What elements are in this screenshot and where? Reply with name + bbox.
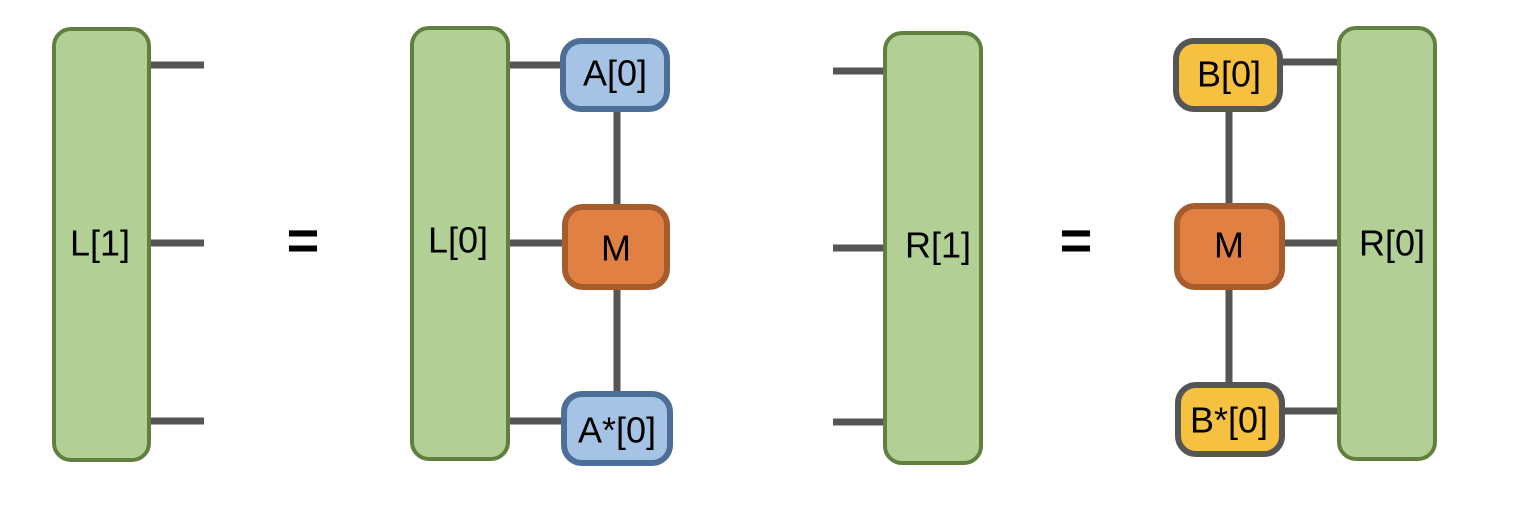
- left-equation: L[1] = L[0] A[0] M A*[0]: [52, 26, 673, 466]
- b0-label: B[0]: [1197, 54, 1261, 95]
- m-label-left: M: [601, 228, 631, 269]
- a0-conj-mps-tensor: [561, 391, 673, 466]
- m-label-right: M: [1214, 225, 1244, 266]
- b0-mps-tensor: [1173, 38, 1283, 112]
- a0-label: A[0]: [583, 53, 647, 94]
- right-equals-sign: =: [1060, 209, 1093, 272]
- m-mpo-tensor-left: [562, 204, 670, 290]
- m-mpo-tensor-right: [1174, 203, 1285, 290]
- a0-conj-label: A*[0]: [578, 410, 656, 451]
- r0-label: R[0]: [1359, 223, 1425, 264]
- l0-label: L[0]: [428, 220, 488, 261]
- right-equation: R[1] = R[0] B[0] M B*[0]: [833, 26, 1437, 465]
- r1-environment-tensor: [883, 31, 983, 465]
- l1-environment-tensor: [52, 27, 151, 462]
- b0-conj-mps-tensor: [1175, 382, 1285, 457]
- l1-label: L[1]: [70, 223, 130, 264]
- left-equals-sign: =: [287, 209, 320, 272]
- a0-mps-tensor: [560, 38, 670, 112]
- r0-environment-tensor: [1337, 26, 1437, 461]
- l0-environment-tensor: [410, 26, 510, 461]
- r1-label: R[1]: [905, 225, 971, 266]
- b0-conj-label: B*[0]: [1190, 400, 1268, 441]
